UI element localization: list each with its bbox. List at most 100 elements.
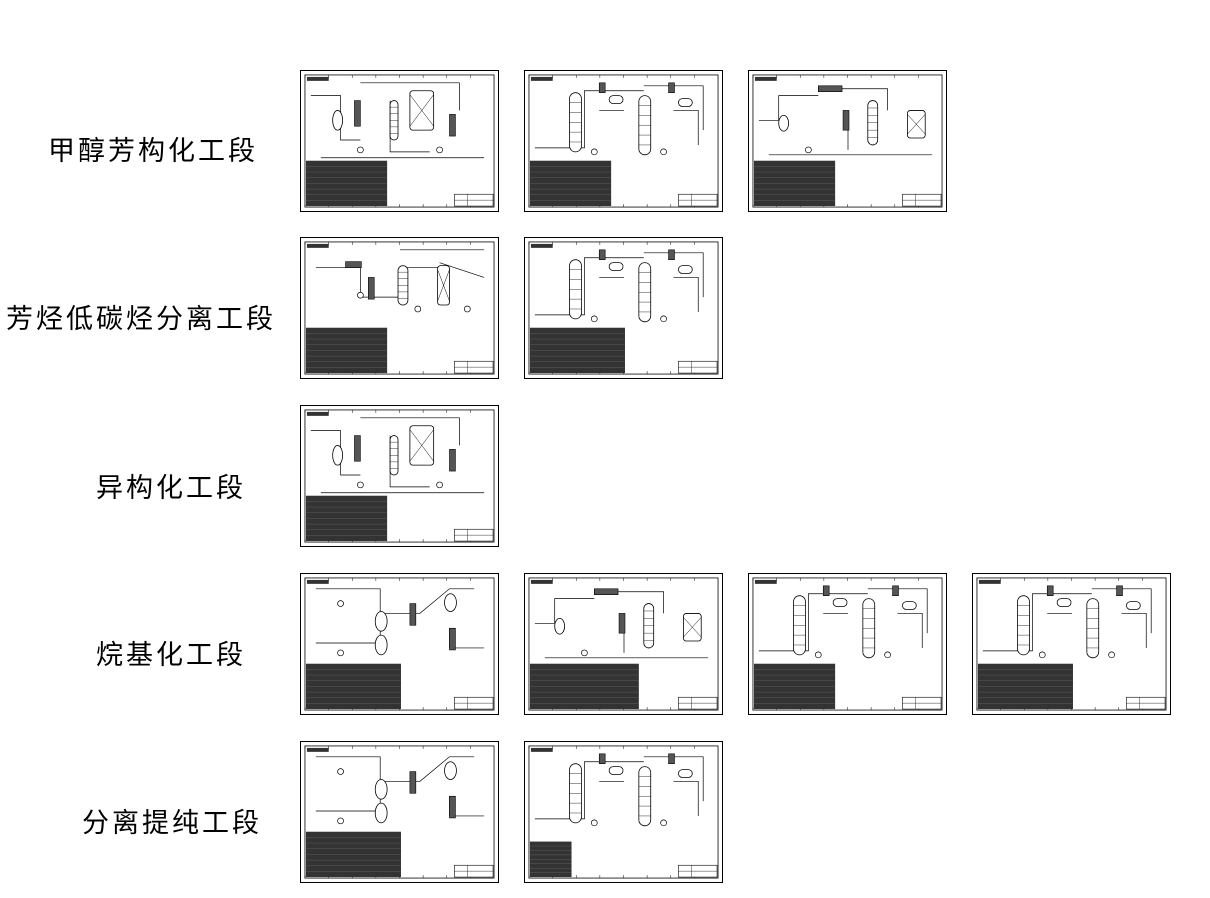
heat-exchanger-icon (892, 585, 899, 596)
pipe-line (758, 593, 868, 652)
drum-icon (444, 593, 457, 612)
pipe-line (982, 593, 1092, 652)
stage-label-aromatics-separation: 芳烃低碳烃分离工段 (6, 304, 276, 335)
pfd-sheet-aromatics-separation-2[interactable] (524, 237, 723, 379)
heat-exchanger-icon (593, 588, 619, 595)
pump-icon (357, 481, 364, 489)
heat-exchanger-icon (449, 114, 456, 137)
pipe-line (758, 95, 819, 121)
drum-icon (374, 634, 388, 656)
pump-icon (436, 146, 443, 154)
heat-exchanger-icon (354, 100, 361, 127)
pump-icon (590, 819, 598, 827)
pfd-sheet-methanol-aromatization-3[interactable] (748, 70, 947, 212)
pump-icon (337, 649, 344, 657)
heat-exchanger-icon (345, 261, 362, 268)
pump-icon (884, 651, 891, 659)
drum-icon (332, 110, 343, 131)
pipe-line (315, 267, 361, 298)
drum-icon (778, 114, 789, 132)
stage-label-alkylation: 烷基化工段 (96, 640, 246, 671)
pump-icon (590, 315, 598, 323)
pump-icon (436, 481, 443, 489)
title-tag (754, 76, 777, 81)
pfd-sheet-alkylation-1[interactable] (300, 573, 499, 715)
pfd-sheet-alkylation-4[interactable] (972, 573, 1171, 715)
drum-icon (608, 262, 624, 271)
title-tag (530, 76, 553, 81)
drum-icon (678, 769, 693, 778)
pfd-sheet-aromatics-separation-1[interactable] (300, 237, 499, 379)
pipe-line (673, 277, 699, 312)
heat-exchanger-icon (409, 603, 417, 626)
drum-icon (332, 445, 343, 466)
pump-icon (805, 146, 812, 154)
pump-icon (660, 819, 667, 827)
drum-icon (678, 98, 693, 107)
pipe-line (534, 598, 595, 624)
pipe-line (360, 417, 460, 446)
pipe-line (380, 756, 475, 782)
heat-exchanger-icon (368, 277, 375, 300)
drum-icon (374, 779, 388, 800)
pfd-sheet-separation-purification-1[interactable] (300, 741, 499, 883)
pfd-sheet-methanol-aromatization-2[interactable] (524, 70, 723, 212)
stage-label-separation-purification: 分离提纯工段 (82, 808, 262, 839)
pump-icon (414, 305, 422, 313)
pipe-line (315, 588, 381, 614)
pfd-sheet-alkylation-2[interactable] (524, 573, 723, 715)
pipe-line (315, 756, 381, 782)
drum-icon (608, 766, 624, 775)
drum-icon (554, 617, 565, 635)
pump-icon (581, 649, 588, 657)
drum-icon (902, 601, 917, 610)
pipe-line (315, 786, 381, 812)
title-tag (306, 76, 329, 81)
heat-exchanger-icon (449, 449, 456, 472)
pfd-sheet-isomerization-1[interactable] (300, 405, 499, 547)
heat-exchanger-icon (668, 249, 675, 260)
drum-icon (374, 611, 388, 632)
title-tag (306, 243, 329, 248)
heat-exchanger-icon (409, 771, 417, 794)
pfd-sheet-methanol-aromatization-1[interactable] (300, 70, 499, 212)
title-tag (306, 579, 329, 584)
pfd-sheet-separation-purification-2[interactable] (524, 741, 723, 883)
drum-icon (1126, 601, 1141, 610)
heat-exchanger-icon (817, 85, 843, 92)
heat-exchanger-icon (354, 435, 361, 462)
title-tag (754, 579, 777, 584)
drum-icon (374, 802, 388, 824)
heat-exchanger-icon (1046, 585, 1054, 596)
drum-icon (444, 761, 457, 780)
pump-icon (660, 315, 667, 323)
heat-exchanger-icon (449, 795, 456, 819)
title-tag (978, 579, 1001, 584)
pump-icon (1108, 651, 1115, 659)
pipe-line (380, 588, 475, 614)
pipe-line (867, 588, 928, 634)
pump-icon (590, 148, 598, 156)
heat-exchanger-icon (598, 249, 606, 260)
pipe-line (534, 90, 644, 149)
heat-exchanger-icon (1116, 585, 1123, 596)
pipe-line (897, 613, 923, 648)
pump-icon (1038, 651, 1046, 659)
stage-label-isomerization: 异构化工段 (96, 473, 246, 504)
pipe-line (643, 85, 704, 131)
pump-icon (337, 768, 344, 775)
heat-exchanger-icon (668, 753, 675, 764)
drum-icon (678, 265, 693, 274)
pipe-line (439, 262, 485, 278)
heat-exchanger-icon (598, 82, 606, 93)
pipe-line (673, 110, 699, 145)
heat-exchanger-icon (618, 613, 626, 634)
pump-icon (337, 600, 344, 607)
pump-icon (814, 651, 822, 659)
pipe-line (673, 781, 699, 816)
heat-exchanger-icon (449, 627, 456, 651)
pfd-sheet-alkylation-3[interactable] (748, 573, 947, 715)
pipe-line (1091, 588, 1152, 634)
heat-exchanger-icon (668, 82, 675, 93)
pump-icon (337, 817, 344, 825)
